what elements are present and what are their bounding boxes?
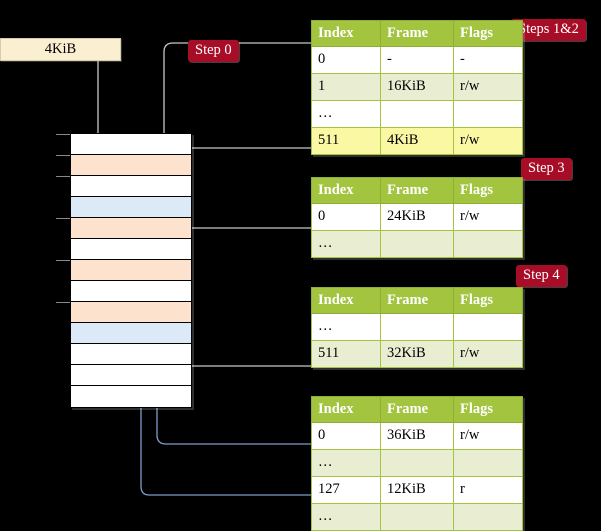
memory-frame-row: [71, 134, 191, 155]
table-cell-flags: [453, 313, 523, 341]
table-row: 0--: [311, 46, 523, 74]
memory-tick-mark: [56, 218, 70, 219]
table-cell-index: 511: [311, 340, 381, 368]
column-header-index: Index: [311, 177, 381, 204]
frame-label-text: 4KiB: [44, 41, 77, 57]
table-cell-frame: [380, 100, 454, 128]
physical-memory-column: [70, 133, 192, 408]
table-cell-index: …: [311, 100, 381, 128]
memory-tick-mark: [56, 134, 70, 135]
table-cell-flags: r/w: [453, 203, 523, 231]
memory-frame-row: [71, 323, 191, 344]
table-cell-index: 0: [311, 203, 381, 231]
memory-frame-row: [71, 239, 191, 260]
column-header-frame: Frame: [380, 396, 454, 423]
table-cell-flags: r/w: [453, 422, 523, 450]
table-cell-frame: 16KiB: [380, 73, 454, 101]
badge-steps-1-2-label: Steps 1&2: [518, 21, 579, 37]
table-cell-flags: [453, 503, 523, 531]
column-header-flags: Flags: [453, 20, 523, 47]
table-cell-index: …: [311, 230, 381, 258]
table-cell-index: 127: [311, 476, 381, 504]
table-cell-frame: 12KiB: [380, 476, 454, 504]
table-cell-flags: [453, 230, 523, 258]
memory-frame-row: [71, 365, 191, 386]
frame-label-box: 4KiB: [0, 38, 121, 61]
table-cell-frame: 36KiB: [380, 422, 454, 450]
memory-frame-row: [71, 197, 191, 218]
table-cell-flags: r/w: [453, 340, 523, 368]
table-row: …: [311, 503, 523, 531]
table-cell-index: 0: [311, 422, 381, 450]
wire-table3-to-memory: [170, 311, 311, 367]
table-row: …: [311, 449, 523, 477]
table-cell-index: 0: [311, 46, 381, 74]
table-cell-frame: 24KiB: [380, 203, 454, 231]
column-header-index: Index: [311, 396, 381, 423]
memory-tick-mark: [56, 260, 70, 261]
table-cell-frame: -: [380, 46, 454, 74]
badge-step-4: Step 4: [516, 265, 567, 287]
badge-step-3: Step 3: [521, 158, 572, 180]
column-header-index: Index: [311, 20, 381, 47]
column-header-flags: Flags: [453, 396, 523, 423]
badge-step-3-label: Step 3: [528, 160, 565, 176]
table-cell-flags: [453, 100, 523, 128]
table-cell-frame: 4KiB: [380, 127, 454, 155]
table-cell-frame: [380, 230, 454, 258]
memory-frame-row: [71, 386, 191, 407]
table-cell-frame: 32KiB: [380, 340, 454, 368]
table-cell-flags: r/w: [453, 73, 523, 101]
table-cell-index: …: [311, 313, 381, 341]
badge-step-4-label: Step 4: [523, 267, 560, 283]
table-cell-flags: -: [453, 46, 523, 74]
column-header-frame: Frame: [380, 177, 454, 204]
table-row: …: [311, 313, 523, 341]
memory-tick-mark: [56, 176, 70, 177]
badge-step-0-label: Step 0: [195, 42, 232, 58]
memory-frame-row: [71, 302, 191, 323]
table-cell-flags: r: [453, 476, 523, 504]
column-header-index: Index: [311, 287, 381, 314]
table-row: …: [311, 100, 523, 128]
badge-steps-1-2: Steps 1&2: [511, 19, 586, 41]
table-cell-flags: [453, 449, 523, 477]
column-header-frame: Frame: [380, 287, 454, 314]
table-cell-frame: [380, 313, 454, 341]
table-cell-index: …: [311, 449, 381, 477]
table-cell-frame: [380, 503, 454, 531]
memory-frame-row: [71, 260, 191, 281]
badge-step-0: Step 0: [188, 40, 239, 62]
memory-tick-mark: [56, 302, 70, 303]
wire-table2-to-memory: [177, 227, 311, 262]
memory-frame-row: [71, 176, 191, 197]
column-header-flags: Flags: [453, 287, 523, 314]
memory-tick-mark: [56, 155, 70, 156]
column-header-frame: Frame: [380, 20, 454, 47]
table-cell-flags: r/w: [453, 127, 523, 155]
memory-frame-row: [71, 155, 191, 176]
table-cell-index: 1: [311, 73, 381, 101]
memory-frame-row: [71, 218, 191, 239]
memory-frame-row: [71, 281, 191, 302]
table-cell-frame: [380, 449, 454, 477]
column-header-flags: Flags: [453, 177, 523, 204]
memory-frame-row: [71, 344, 191, 365]
table-cell-index: 511: [311, 127, 381, 155]
table-row: …: [311, 230, 523, 258]
table-cell-index: …: [311, 503, 381, 531]
